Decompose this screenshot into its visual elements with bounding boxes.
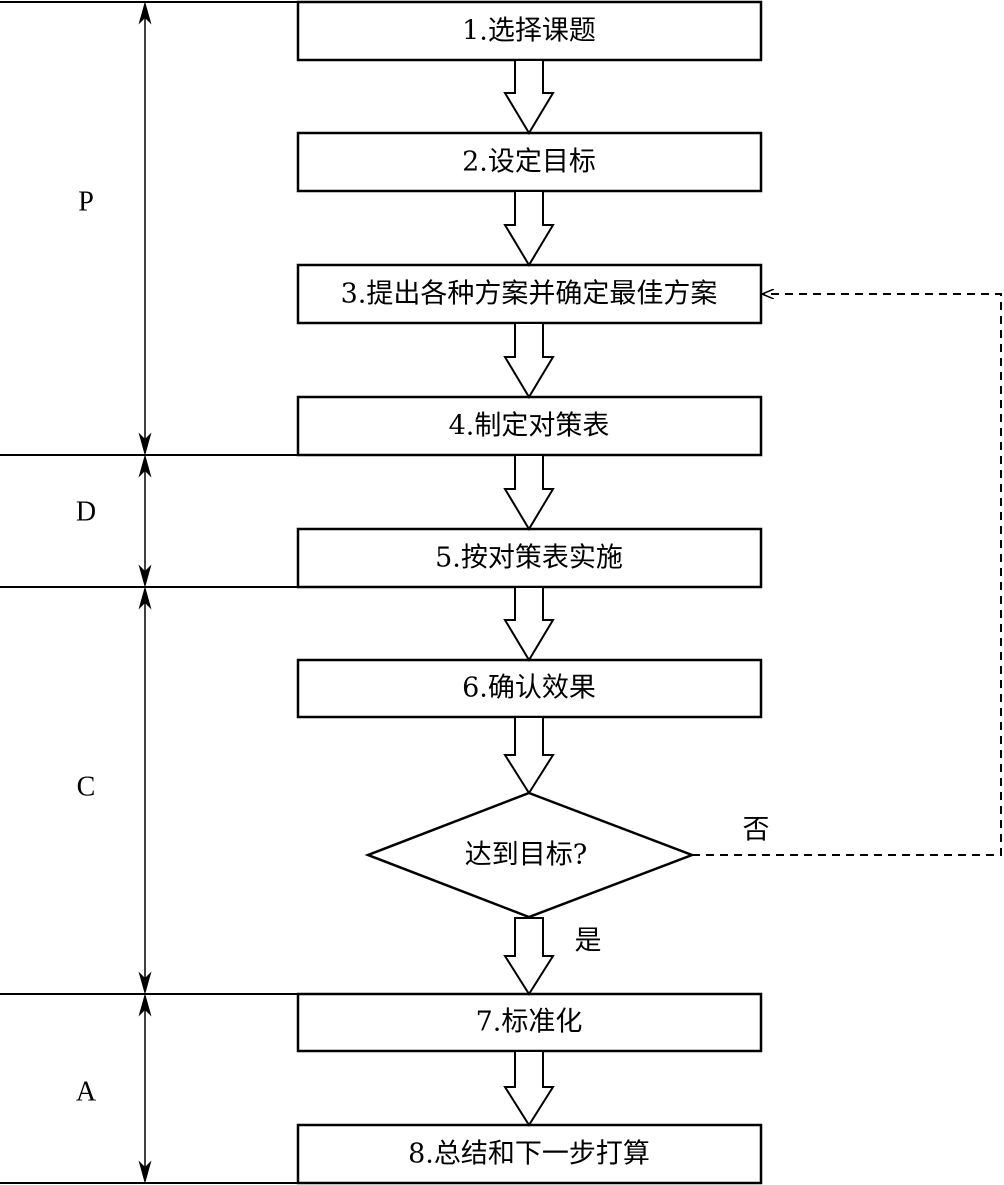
step-label-2: 2.设定目标 [462, 147, 596, 178]
flow-arrow-6-decision [503, 716, 555, 795]
phase-a-range-arrow [138, 993, 152, 1184]
flow-arrows [503, 59, 555, 1127]
step-boxes [296, 0, 763, 1185]
step-label-7: 7.标准化 [476, 1007, 583, 1038]
flow-arrow-5-6 [503, 586, 555, 662]
phase-label-a: A [76, 1077, 97, 1108]
decision-question: 达到目标? [465, 840, 587, 871]
no-label: 否 [743, 815, 770, 846]
feedback-loop-arrow [692, 294, 1002, 856]
decision-diamond [364, 791, 696, 919]
phase-c-range-arrow [138, 586, 152, 995]
step-label-3: 3.提出各种方案并确定最佳方案 [341, 279, 718, 310]
phase-range-arrows [138, 1, 152, 1184]
phase-label-c: C [77, 772, 96, 803]
step-label-8: 8.总结和下一步打算 [408, 1139, 650, 1170]
step-box-1 [296, 0, 763, 62]
phase-label-d: D [76, 497, 96, 528]
flow-arrow-1-2 [503, 59, 555, 135]
phase-p-range-arrow [138, 1, 152, 456]
flow-arrow-2-3 [503, 190, 555, 267]
flow-arrow-4-5 [503, 454, 555, 531]
flow-arrow-7-8 [503, 1050, 555, 1127]
step-label-1: 1.选择课题 [462, 16, 596, 47]
phase-label-p: P [78, 187, 94, 218]
step-label-4: 4.制定对策表 [449, 411, 610, 442]
step-label-5: 5.按对策表实施 [435, 543, 623, 574]
phase-d-range-arrow [138, 454, 152, 588]
phase-separators [0, 1, 298, 1184]
flow-arrow-decision-7 [503, 917, 555, 996]
yes-label: 是 [575, 926, 602, 957]
step-box-8 [296, 1123, 763, 1185]
flow-arrow-3-4 [503, 322, 555, 399]
step-label-6: 6.确认效果 [462, 673, 596, 704]
